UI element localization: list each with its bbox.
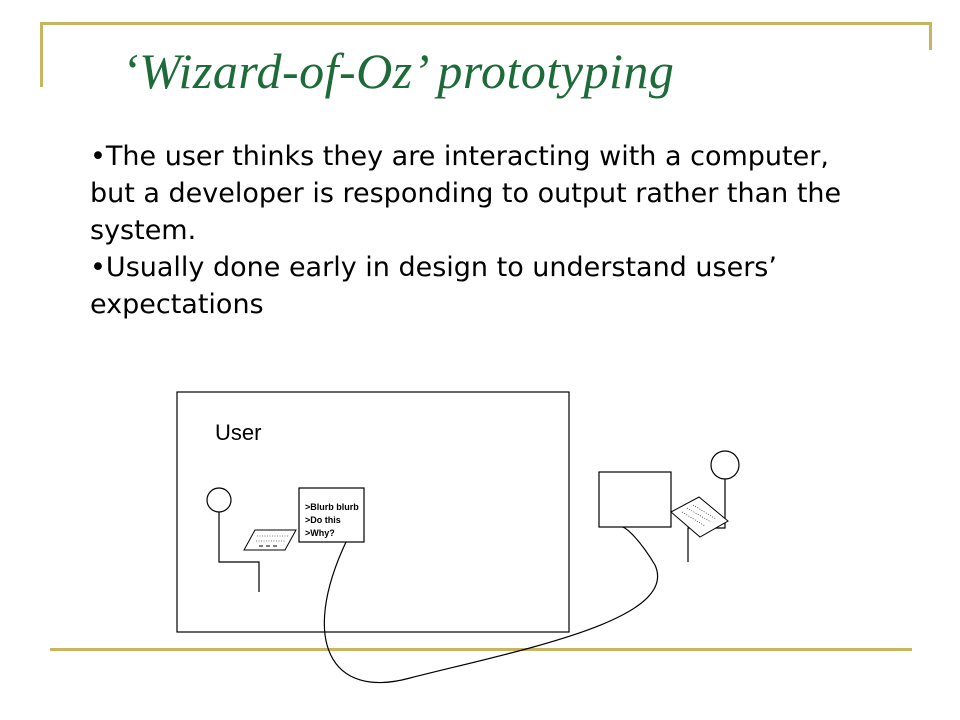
connection-cable: [323, 526, 659, 684]
user-screen: [298, 487, 365, 543]
wizard-keyboard-icon: [670, 496, 729, 538]
frame-bottom-line: [50, 648, 912, 651]
wizard-screen: [598, 471, 672, 528]
bullet-item: •Usually done early in design to underst…: [90, 252, 777, 320]
bullet-list: •The user thinks they are interacting wi…: [90, 138, 850, 323]
frame-top-line: [40, 22, 932, 25]
screen-line: >Do this: [305, 515, 341, 525]
user-room-box: [176, 391, 570, 633]
slide-title: ‘Wizard-of-Oz’ prototyping: [122, 43, 675, 99]
user-label: User: [215, 420, 261, 445]
bullet-item: •The user thinks they are interacting wi…: [90, 141, 842, 246]
user-keyboard-icon: [243, 529, 297, 551]
wizard-head-icon: [710, 450, 740, 480]
frame-left-line: [40, 22, 43, 87]
user-head-icon: [206, 487, 232, 513]
user-body-icon: [218, 512, 260, 592]
screen-line: >Blurb blurb: [305, 502, 359, 512]
screen-line: >Why?: [305, 528, 335, 538]
frame-right-line: [929, 22, 932, 50]
